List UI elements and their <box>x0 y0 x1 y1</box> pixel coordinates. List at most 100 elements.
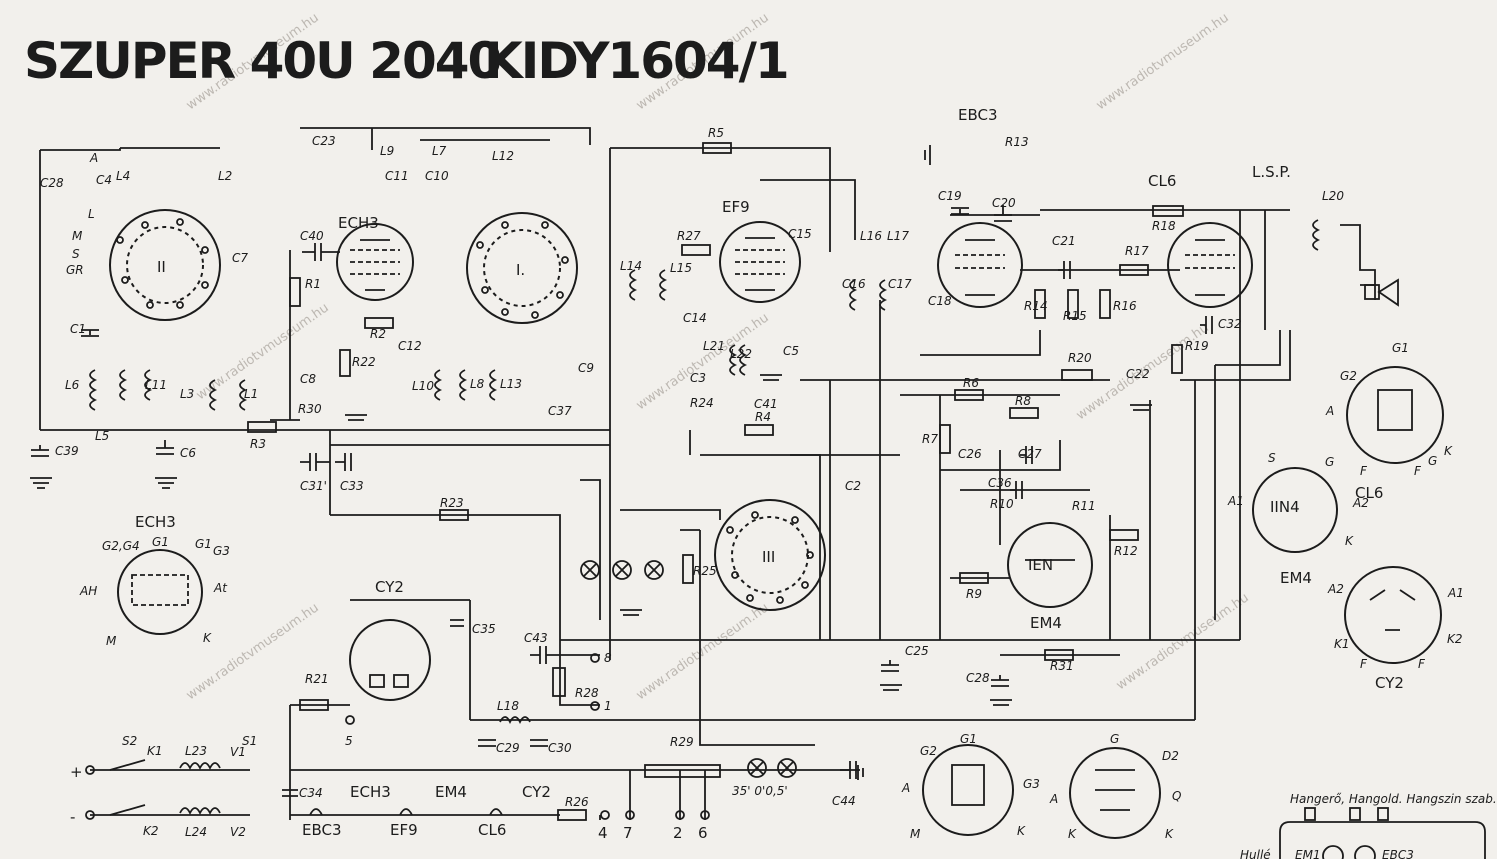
terminal-2: 2 <box>673 824 683 842</box>
label-r4: R4 <box>755 410 771 424</box>
pinout-bottom-right: G D2 A Q K K <box>1049 732 1181 841</box>
band-switch-III: III <box>714 499 826 611</box>
terminal-6: 6 <box>698 824 708 842</box>
label-c1: C1 <box>70 322 86 336</box>
tube-cl6-label: CL6 <box>1148 172 1176 190</box>
switch-k1: K1 <box>147 744 163 758</box>
pin-ech3-g3: G3 <box>213 544 230 558</box>
label-l4: L4 <box>116 169 130 183</box>
loudspeaker: L.S.P. L20 <box>1252 163 1399 307</box>
controls-hull: Hullé <box>1240 848 1271 859</box>
label-c28: C28 <box>966 671 990 685</box>
resistors <box>247 142 1184 821</box>
pinout-cl6-title: CL6 <box>1355 484 1383 502</box>
band-gr: GR <box>66 263 84 277</box>
label-l15: L15 <box>670 261 692 275</box>
terminal-5: 5 <box>345 734 353 748</box>
label-c36: C36 <box>988 476 1012 490</box>
pin-cy2-k1: K1 <box>1334 637 1350 651</box>
pin-bl-g2: G2 <box>920 744 937 758</box>
watermark-9: www.radiotvmuseum.hu <box>1114 590 1252 693</box>
plus-terminal: + <box>70 763 83 781</box>
pin-cl6-f1: F <box>1360 464 1368 478</box>
pin-em4-s: S <box>1268 451 1276 465</box>
controls-note: Hangerő, Hangold. Hangszin szab. <box>1290 792 1497 806</box>
pinout-ech3: ECH3 G2,G4 G1 G1 G3 AH At M K <box>79 513 230 648</box>
label-c11: C11 <box>385 169 409 183</box>
label-c20: C20 <box>992 196 1016 210</box>
label-r1: R1 <box>305 277 321 291</box>
pin-ech3-g2g4: G2,G4 <box>102 539 140 553</box>
label-c37: C37 <box>548 404 572 418</box>
pinout-cl6: CL6 G2 G1 A F F G K <box>1325 341 1453 502</box>
label-c44: C44 <box>832 794 856 808</box>
label-c6: C6 <box>180 446 196 460</box>
model-title: SZUPER 40U 2040 <box>24 32 501 90</box>
band-switch-II: II <box>109 209 221 321</box>
pin-br-q: Q <box>1172 789 1181 803</box>
pinout-cy2: CY2 A2 A1 K1 K2 F F <box>1327 566 1464 692</box>
band-switch-I: I. <box>466 212 578 324</box>
label-r2: R2 <box>370 327 386 341</box>
pin-cl6-g2: G2 <box>1340 369 1357 383</box>
label-c12: C12 <box>398 339 422 353</box>
pin-em4-a2: A2 <box>1352 496 1369 510</box>
pin-ech3-m: M <box>106 634 117 648</box>
label-c26: C26 <box>958 447 982 461</box>
label-l14: L14 <box>620 259 642 273</box>
coils <box>89 219 1321 816</box>
label-r14: R14 <box>1024 299 1048 313</box>
pin-ech3-g1: G1 <box>152 535 169 549</box>
pin-br-g: G <box>1110 732 1119 746</box>
label-l22: L22 <box>730 347 752 361</box>
pinout-bottom-left: G2 G1 A G3 M K <box>901 732 1040 841</box>
label-r13: R13 <box>1005 135 1029 149</box>
controls-em1: EM1 <box>1295 848 1321 859</box>
minus-terminal: - <box>70 808 75 826</box>
switch-s2: S2 <box>122 734 137 748</box>
pin-em4-k: K <box>1345 534 1354 548</box>
switch-s1: S1 <box>242 734 257 748</box>
pin-br-k1: K <box>1068 827 1077 841</box>
heater-em4: EM4 <box>435 783 467 801</box>
label-c19: C19 <box>938 189 962 203</box>
band-terminals: 8 1 5 <box>345 651 612 748</box>
label-l23: L23 <box>185 744 207 758</box>
pinout-ech3-title: ECH3 <box>135 513 176 531</box>
heater-r26: R26 <box>565 795 589 809</box>
label-c21: C21 <box>1052 234 1076 248</box>
tube-ef9-label: EF9 <box>722 198 750 216</box>
pin-bl-a: A <box>901 781 910 795</box>
label-l2: L2 <box>218 169 232 183</box>
pin-bl-k: K <box>1017 824 1026 838</box>
label-r29: R29 <box>670 735 694 749</box>
lamp-rating: 35' 0'0,5' <box>732 784 788 798</box>
label-l1: L1 <box>244 387 258 401</box>
label-l9: L9 <box>380 144 394 158</box>
label-r8: R8 <box>1015 394 1031 408</box>
label-c8: C8 <box>300 372 316 386</box>
label-c7: C7 <box>232 251 248 265</box>
tube-ech3: ECH3 <box>336 214 414 301</box>
pin-cl6-a: A <box>1325 404 1334 418</box>
label-l12: L12 <box>492 149 514 163</box>
label-r6: R6 <box>963 376 979 390</box>
label-l16: L16 <box>860 229 882 243</box>
label-c2: C2 <box>845 479 861 493</box>
tube-em4: IEN EM4 <box>1007 522 1093 632</box>
label-c22: C22 <box>1126 367 1150 381</box>
pin-ech3-g1b: G1 <box>195 537 212 551</box>
pin-ech3-at: At <box>213 581 228 595</box>
label-c29: C29 <box>496 741 520 755</box>
label-r28: R28 <box>575 686 599 700</box>
label-c35: C35 <box>472 622 496 636</box>
label-l24: L24 <box>185 825 207 839</box>
label-c39: C39 <box>55 444 79 458</box>
controls-box: Hangerő, Hangold. Hangszin szab. Hullé E… <box>1240 792 1497 859</box>
pin-br-a: A <box>1049 792 1058 806</box>
mains-switches: + - S2 K1 S1 K2 V1 V2 <box>70 734 257 839</box>
label-r12: R12 <box>1114 544 1138 558</box>
label-l5: L5 <box>95 429 109 443</box>
label-r22: R22 <box>352 355 376 369</box>
